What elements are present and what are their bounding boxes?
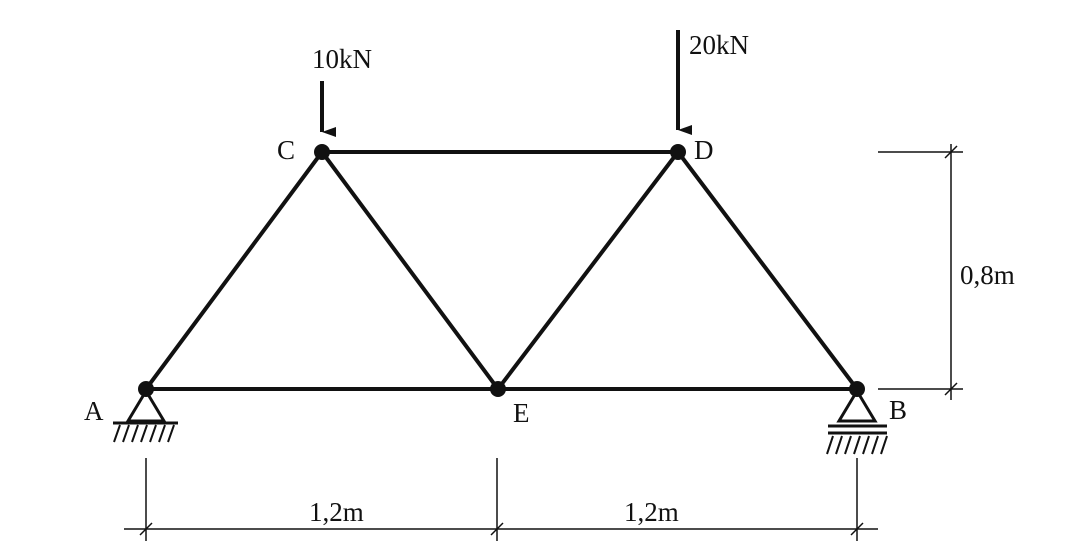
member-ac [144, 150, 324, 391]
dimension-vertical [878, 144, 963, 400]
joint-c [314, 144, 330, 160]
truss-joints [138, 144, 865, 397]
member-ce [320, 150, 500, 391]
load-label-d: 20kN [689, 30, 749, 60]
dimension-label-height: 0,8m [960, 260, 1015, 290]
node-label-e: E [513, 398, 530, 428]
joint-e [490, 381, 506, 397]
joint-b [849, 381, 865, 397]
node-label-c: C [277, 135, 295, 165]
joint-a [138, 381, 154, 397]
pin-support-a [113, 388, 178, 443]
node-label-b: B [889, 395, 907, 425]
load-label-c: 10kN [312, 44, 372, 74]
truss-members [144, 150, 859, 391]
node-label-d: D [694, 135, 714, 165]
joint-d [670, 144, 686, 160]
roller-support-b [826, 388, 888, 455]
node-label-a: A [84, 396, 104, 426]
dimension-label-right-span: 1,2m [624, 497, 679, 527]
dimension-horizontal [124, 458, 878, 541]
member-ed [496, 150, 680, 391]
dimension-label-left-span: 1,2m [309, 497, 364, 527]
member-db [676, 150, 859, 391]
